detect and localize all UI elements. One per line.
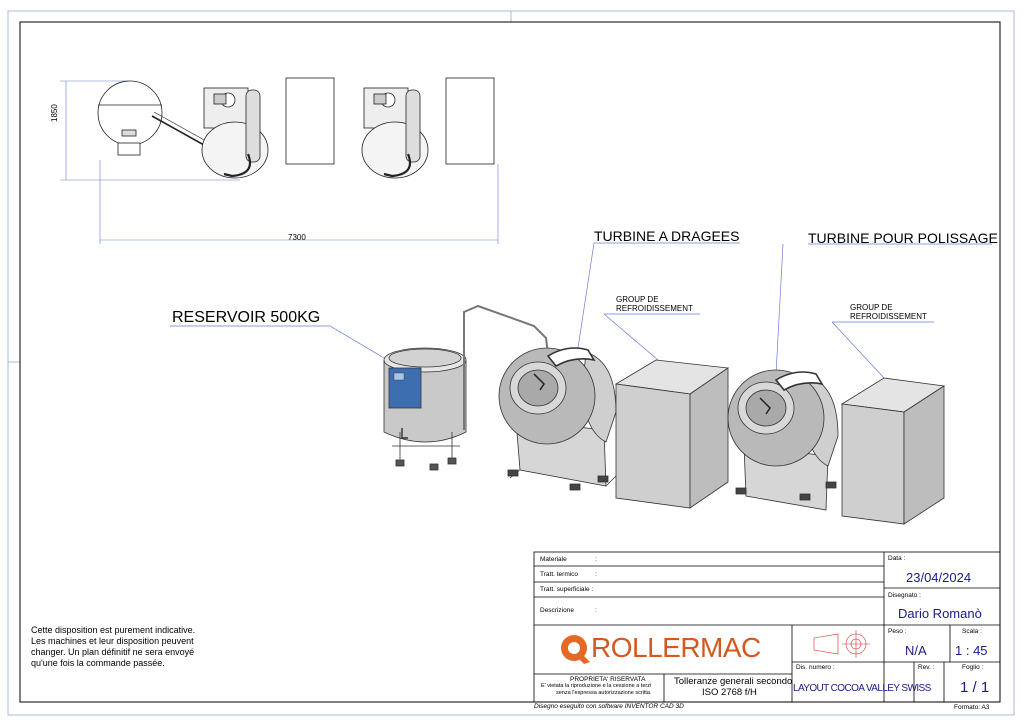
tb-tolleranze-line1: Tolleranze generali secondo [674,676,793,687]
tb-dis-numero-value: LAYOUT COCOA VALLEY SWISS [793,683,931,694]
tb-scala-label: Scala : [962,628,982,635]
tb-disegnato-value: Dario Romanò [898,606,982,621]
reservoir-3d [383,304,549,471]
tb-tolleranze-line2: ISO 2768 f/H [702,687,757,698]
dimension-width: 7300 [288,233,306,242]
tb-disegnato-label: Disegnato : [888,592,921,599]
dimension-height: 1850 [50,104,59,122]
turbine-dragees-3d [498,347,617,491]
rollermac-logo-icon [561,635,590,664]
plan-view [60,77,499,244]
tb-logo-text: ROLLERMAC [591,632,761,663]
label-group-cooling-1-line1: GROUP DE [616,295,659,304]
tb-proprieta-line2: E' vietata la riproduzione e la cessione… [541,683,652,689]
tb-software-note: Disegno eseguito con software INVENTOR C… [534,703,684,710]
cooling-unit-1 [614,359,730,509]
tb-colon: : [595,571,597,578]
tb-foglio-label: Foglio : [962,664,984,671]
label-turbine-polissage: TURBINE POUR POLISSAGE [808,230,998,246]
tb-formato: Formato: A3 [954,704,990,711]
label-reservoir: RESERVOIR 500KG [172,309,321,326]
label-group-cooling-2-line1: GROUP DE [850,303,893,312]
tb-proprieta-line1: PROPRIETA' RISERVATA [570,676,646,683]
projection-symbol-icon [813,630,870,658]
tb-peso-value: N/A [905,643,927,658]
tb-data-value: 23/04/2024 [906,570,972,585]
leader-lines [170,242,992,379]
tb-materiale-label: Materiale [540,556,567,563]
tb-tratt-termico-label: Tratt. termico [540,571,579,578]
tb-colon: : [595,607,597,614]
label-group-cooling-2-line2: REFROIDISSEMENT [850,312,927,321]
tb-proprieta-line3: senza l'espressa autorizzazione scritta. [556,690,652,696]
label-group-cooling-1-line2: REFROIDISSEMENT [616,304,693,313]
cooling-unit-2 [840,377,946,525]
turbine-polissage-3d [727,369,839,511]
title-block [533,551,1001,703]
label-turbine-dragees: TURBINE A DRAGEES [594,228,740,244]
tb-peso-label: Peso : [888,628,907,635]
tb-data-label: Data : [888,555,906,562]
tb-rev-label: Rev. : [918,664,935,671]
disclaimer-note: Cette disposition est purement indicativ… [31,625,196,668]
tb-foglio-value: 1 / 1 [960,679,990,696]
tb-descrizione-label: Descrizione [540,607,574,614]
tb-colon: : [595,556,597,563]
tb-scala-value: 1 : 45 [955,643,988,658]
tb-dis-numero-label: Dis. numero : [796,664,835,671]
tb-tratt-superficiale-label: Tratt. superficiale : [540,586,594,593]
